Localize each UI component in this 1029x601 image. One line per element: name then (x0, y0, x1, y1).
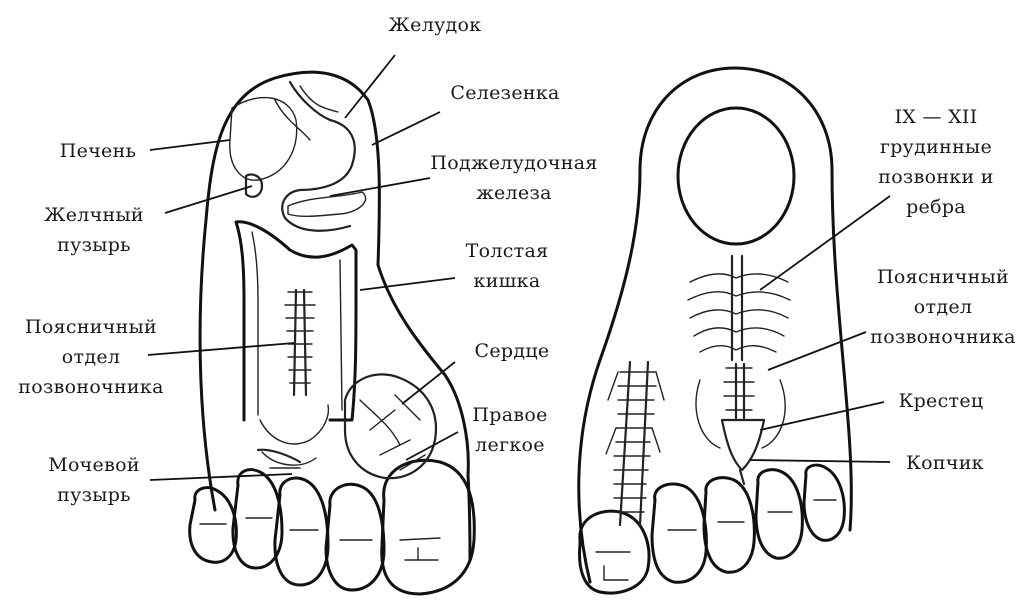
right-lumbar-sacrum (696, 364, 785, 484)
label-spleen: Селезенка (440, 78, 570, 108)
right-foot-drawing (579, 68, 890, 593)
label-sacrum: Крестец (886, 386, 996, 416)
left-stomach-organ (282, 82, 354, 231)
left-toe-1 (382, 460, 475, 594)
label-liver: Печень (48, 136, 148, 166)
label-pancreas: Поджелудочная железа (428, 148, 600, 208)
label-lumbar-spine-right: Поясничный отдел позвоночника (860, 262, 1026, 352)
left-foot-drawing (148, 55, 474, 594)
right-thoracic-ribs (688, 256, 790, 360)
right-toe-4 (756, 470, 802, 559)
right-toe-3 (704, 478, 754, 573)
label-colon: Толстая кишка (452, 236, 562, 296)
left-toe-2 (326, 484, 384, 590)
label-gallbladder: Желчный пузырь (34, 200, 154, 260)
label-heart: Сердце (462, 336, 562, 366)
label-lumbar-spine-left: Поясничный отдел позвоночника (8, 312, 174, 402)
right-foot-outline (579, 68, 852, 582)
label-thoracic-vertebrae: IX — XII грудинные позвонки и ребра (866, 102, 1006, 222)
right-toe-5 (804, 465, 844, 540)
left-gallbladder (246, 174, 262, 196)
label-bladder: Мочевой пузырь (34, 450, 154, 510)
right-toe-2 (652, 484, 706, 582)
right-heel-oval (678, 108, 794, 244)
left-liver-organ (230, 98, 297, 181)
label-coccyx: Копчик (890, 448, 1000, 478)
label-right-lung: Правое легкое (456, 400, 564, 460)
left-foot-outline (200, 72, 470, 560)
left-heart-lung (345, 374, 436, 478)
label-stomach: Желудок (380, 10, 490, 40)
